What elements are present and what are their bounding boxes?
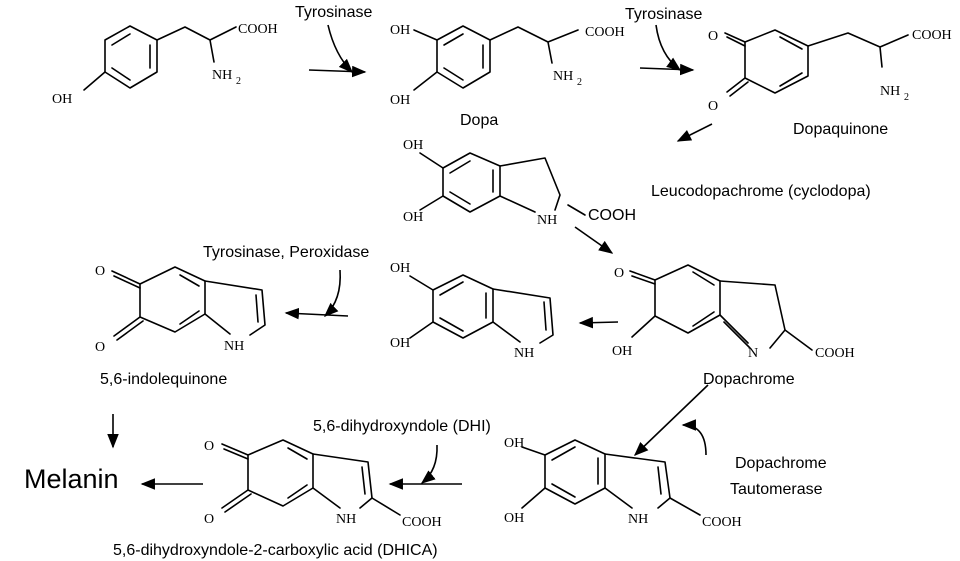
arrow-dopa-to-dopaquinone	[639, 63, 695, 76]
tyrosine-cooh: COOH	[238, 22, 278, 37]
dhica-oh-2: OH	[504, 511, 524, 526]
leucodopachrome-oh-1: OH	[403, 138, 423, 153]
dopachrome-n: N	[748, 346, 758, 361]
indolequinone-o-1: O	[95, 264, 105, 279]
leucodopachrome-structure: OH OH NH COOH	[403, 138, 636, 228]
arrow-tyrosinase-curve-2	[655, 24, 682, 71]
arrow-dopaquinone-to-leucodopachrome	[676, 123, 713, 142]
dopaquinone-o-2: O	[708, 99, 718, 114]
dhica-quinone-o-2: O	[204, 512, 214, 527]
arrow-dhi-label-curve	[420, 444, 438, 484]
arrow-peroxidase-curve	[323, 269, 342, 317]
label-dopachrome: Dopachrome	[703, 371, 795, 388]
tyrosine-oh: OH	[52, 92, 72, 107]
dopa-nh2: NH	[553, 69, 573, 84]
label-tyrosinase-2: Tyrosinase	[625, 6, 702, 23]
arrow-tautomerase-curve	[681, 419, 707, 456]
indolequinone-o-2: O	[95, 340, 105, 355]
tyrosine-nh2: NH	[212, 68, 232, 83]
dhica-quinone-o-1: O	[204, 439, 214, 454]
tyrosine-nh2-sub: 2	[236, 76, 241, 87]
dhi-oh-1: OH	[390, 261, 410, 276]
dhica-quinone-nh: NH	[336, 512, 356, 527]
arrow-dopachrome-to-dhi	[578, 316, 619, 329]
dopa-nh2-sub: 2	[577, 77, 582, 88]
dhi-oh-2: OH	[390, 336, 410, 351]
dhica-structure: OH OH NH COOH	[504, 436, 742, 530]
dopa-oh-2: OH	[390, 93, 410, 108]
label-tyrosinase-1: Tyrosinase	[295, 4, 372, 21]
label-indolequinone: 5,6-indolequinone	[100, 371, 227, 388]
label-dopaquinone: Dopaquinone	[793, 121, 888, 138]
dhica-oh-1: OH	[504, 436, 524, 451]
dopachrome-cooh: COOH	[815, 346, 855, 361]
tyrosine-structure: COOH NH 2 OH	[52, 22, 278, 107]
label-tautomerase-line2: Tautomerase	[730, 481, 823, 498]
arrow-leucodopachrome-to-dopachrome	[574, 226, 614, 254]
arrow-dopachrome-to-dhica	[633, 384, 709, 456]
label-melanin: Melanin	[24, 464, 119, 494]
indolequinone-nh: NH	[224, 339, 244, 354]
reaction-arrows	[107, 24, 713, 490]
leucodopachrome-nh: NH	[537, 213, 557, 228]
dhica-quinone-structure: O O NH COOH	[204, 439, 442, 530]
arrow-tyrosinase-curve-1	[327, 24, 354, 74]
dhi-structure: OH OH NH	[390, 261, 554, 361]
dopaquinone-nh2-sub: 2	[904, 92, 909, 103]
label-tautomerase-line1: Dopachrome	[735, 455, 827, 472]
dopa-structure: OH OH COOH NH 2	[390, 23, 625, 108]
dhica-nh: NH	[628, 512, 648, 527]
dopaquinone-structure: O O COOH NH 2	[708, 28, 952, 114]
dopa-oh-1: OH	[390, 23, 410, 38]
leucodopachrome-cooh: COOH	[588, 207, 636, 224]
indolequinone-structure: O O NH	[95, 264, 266, 355]
dopaquinone-o-1: O	[708, 29, 718, 44]
dopa-cooh: COOH	[585, 25, 625, 40]
dopaquinone-nh2: NH	[880, 84, 900, 99]
label-tyrosinase-peroxidase: Tyrosinase, Peroxidase	[203, 244, 369, 261]
dopaquinone-cooh: COOH	[912, 28, 952, 43]
label-dopa: Dopa	[460, 112, 498, 129]
label-dhi: 5,6-dihydroxyndole (DHI)	[313, 418, 491, 435]
dopachrome-structure: O OH N COOH	[612, 264, 855, 361]
label-dhica: 5,6-dihydroxyndole-2-carboxylic acid (DH…	[113, 542, 438, 559]
arrow-tyrosine-to-dopa	[308, 65, 367, 78]
arrow-dhi-to-indolequinone	[284, 307, 349, 320]
dopachrome-o: O	[614, 266, 624, 281]
leucodopachrome-oh-2: OH	[403, 210, 423, 225]
dopachrome-oh: OH	[612, 344, 632, 359]
dhica-quinone-cooh: COOH	[402, 515, 442, 530]
label-leucodopachrome: Leucodopachrome (cyclodopa)	[651, 183, 871, 200]
dhica-cooh: COOH	[702, 515, 742, 530]
dhi-nh: NH	[514, 346, 534, 361]
